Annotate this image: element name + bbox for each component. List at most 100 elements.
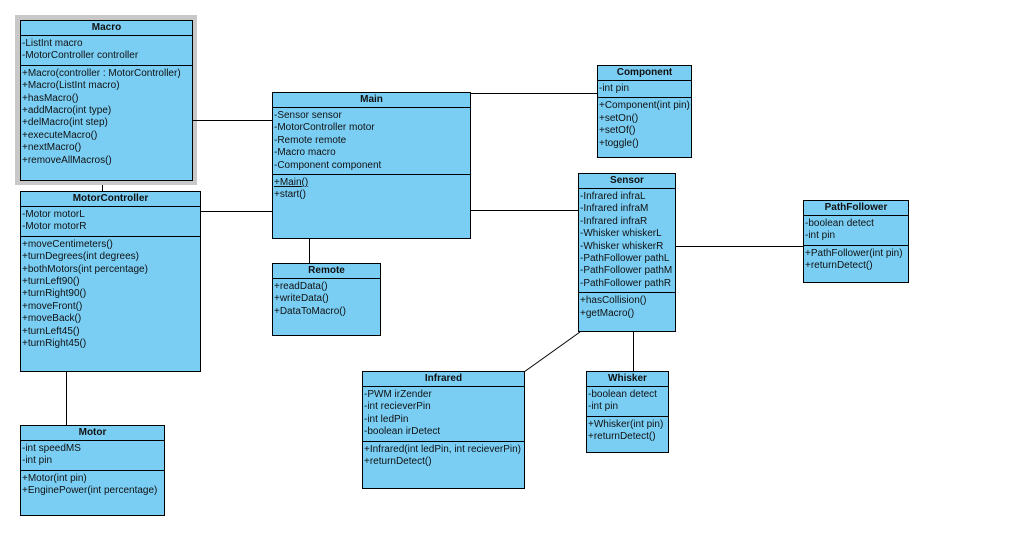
attribute[interactable]: -Motor motorL xyxy=(22,209,85,220)
method[interactable]: +executeMacro() xyxy=(22,129,98,141)
method[interactable]: +DataToMacro() xyxy=(274,305,346,317)
methods-section: +moveCentimeters()+turnDegrees(int degre… xyxy=(21,237,200,353)
method[interactable]: +Whisker(int pin) xyxy=(588,418,664,430)
methods-section: +Component(int pin)+setOn()+setOf()+togg… xyxy=(598,98,691,152)
method[interactable]: +returnDetect() xyxy=(588,431,656,443)
method[interactable]: +Motor(int pin) xyxy=(22,472,87,484)
attributes-section: -boolean detect-int pin xyxy=(587,387,668,417)
attribute[interactable]: -Component component xyxy=(274,159,382,171)
method[interactable]: +addMacro(int type) xyxy=(22,104,112,116)
attribute[interactable]: -int pin xyxy=(599,83,630,94)
attributes-section: -PWM irZender-int recieverPin-int ledPin… xyxy=(363,387,524,442)
method[interactable]: +Infrared(int ledPin, int recieverPin) xyxy=(364,443,522,455)
attribute[interactable]: -MotorController controller xyxy=(22,50,139,62)
method[interactable]: +hasCollision() xyxy=(580,295,647,307)
attribute[interactable]: -Whisker whiskerR xyxy=(580,240,664,252)
attribute[interactable]: -Infrared infraR xyxy=(580,215,648,227)
attribute[interactable]: -Infrared infraM xyxy=(580,203,649,215)
attribute[interactable]: -Sensor sensor xyxy=(274,110,342,121)
attribute[interactable]: -int pin xyxy=(588,401,619,413)
method[interactable]: +returnDetect() xyxy=(364,455,432,467)
method[interactable]: +turnLeft90() xyxy=(22,275,80,287)
class-remote[interactable]: Remote+readData()+writeData()+DataToMacr… xyxy=(272,263,381,336)
method[interactable]: +Macro(ListInt macro) xyxy=(22,80,120,92)
method[interactable]: +moveBack() xyxy=(22,313,82,325)
attribute[interactable]: -int pin xyxy=(22,455,53,467)
class-name: Whisker xyxy=(587,372,668,387)
method[interactable]: +Main() xyxy=(274,176,309,188)
attributes-section: -ListInt macro-MotorController controlle… xyxy=(21,36,192,66)
method[interactable]: +turnRight45() xyxy=(22,337,87,349)
attribute[interactable]: -int ledPin xyxy=(364,413,409,425)
attribute[interactable]: -Macro macro xyxy=(274,147,336,159)
class-name: MotorController xyxy=(21,192,200,207)
attributes-section: -Sensor sensor-MotorController motor-Rem… xyxy=(273,108,470,175)
attribute[interactable]: -PathFollower pathL xyxy=(580,252,670,264)
method[interactable]: +turnRight90() xyxy=(22,288,87,300)
method[interactable]: +writeData() xyxy=(274,293,329,305)
method[interactable]: +delMacro(int step) xyxy=(22,117,108,129)
class-name: Main xyxy=(273,93,470,108)
attribute[interactable]: -PathFollower pathR xyxy=(580,277,672,289)
method[interactable]: +moveCentimeters() xyxy=(22,238,113,250)
method[interactable]: +removeAllMacros() xyxy=(22,154,112,166)
class-infrared[interactable]: Infrared-PWM irZender-int recieverPin-in… xyxy=(362,371,525,489)
method[interactable]: +start() xyxy=(274,189,306,201)
methods-section: +Whisker(int pin)+returnDetect() xyxy=(587,417,668,446)
attributes-section: -int speedMS-int pin xyxy=(21,441,164,471)
method[interactable]: +toggle() xyxy=(599,137,639,149)
method[interactable]: +readData() xyxy=(274,281,328,292)
attribute[interactable]: -int speedMS xyxy=(22,443,81,454)
method[interactable]: +bothMotors(int percentage) xyxy=(22,263,148,275)
method[interactable]: +nextMacro() xyxy=(22,142,82,154)
method[interactable]: +moveFront() xyxy=(22,300,83,312)
attribute[interactable]: -MotorController motor xyxy=(274,122,375,134)
attribute[interactable]: -boolean detect xyxy=(805,218,874,229)
method[interactable]: +EnginePower(int percentage) xyxy=(22,485,158,497)
class-name: Infrared xyxy=(363,372,524,387)
attribute[interactable]: -Whisker whiskerL xyxy=(580,228,662,240)
attribute[interactable]: -boolean detect xyxy=(588,389,657,400)
methods-section: +Macro(controller : MotorController)+Mac… xyxy=(21,66,192,169)
attribute[interactable]: -Infrared infraL xyxy=(580,191,646,202)
methods-section: +Infrared(int ledPin, int recieverPin)+r… xyxy=(363,442,524,471)
class-whisker[interactable]: Whisker-boolean detect-int pin+Whisker(i… xyxy=(586,371,669,453)
method[interactable]: +Component(int pin) xyxy=(599,100,690,112)
attribute[interactable]: -int recieverPin xyxy=(364,401,431,413)
class-motor[interactable]: Motor-int speedMS-int pin+Motor(int pin)… xyxy=(20,425,165,516)
method[interactable]: +setOn() xyxy=(599,112,639,124)
method[interactable]: +setOf() xyxy=(599,125,636,137)
method[interactable]: +turnDegrees(int degrees) xyxy=(22,251,140,263)
association-sensor-infrared[interactable] xyxy=(523,331,581,373)
attribute[interactable]: -int pin xyxy=(805,230,836,242)
attribute[interactable]: -Remote remote xyxy=(274,134,347,146)
attribute[interactable]: -PWM irZender xyxy=(364,389,432,400)
class-pathfollower[interactable]: PathFollower-boolean detect-int pin+Path… xyxy=(803,200,909,283)
method[interactable]: +turnLeft45() xyxy=(22,325,80,337)
class-macro[interactable]: Macro-ListInt macro-MotorController cont… xyxy=(20,20,193,181)
methods-section: +PathFollower(int pin)+returnDetect() xyxy=(804,246,908,275)
attributes-section: -Infrared infraL-Infrared infraM-Infrare… xyxy=(579,189,675,294)
attribute[interactable]: -Motor motorR xyxy=(22,221,87,233)
method[interactable]: +Macro(controller : MotorController) xyxy=(22,67,181,79)
attributes-section: -Motor motorL-Motor motorR xyxy=(21,207,200,237)
class-name: Macro xyxy=(21,21,192,36)
method[interactable]: +returnDetect() xyxy=(805,260,873,272)
class-motorcontroller[interactable]: MotorController-Motor motorL-Motor motor… xyxy=(20,191,201,372)
attribute[interactable]: -ListInt macro xyxy=(22,38,83,49)
class-component[interactable]: Component-int pin+Component(int pin)+set… xyxy=(597,65,692,158)
attribute[interactable]: -PathFollower pathM xyxy=(580,265,673,277)
method[interactable]: +getMacro() xyxy=(580,307,635,319)
class-name: Component xyxy=(598,66,691,81)
class-main[interactable]: Main-Sensor sensor-MotorController motor… xyxy=(272,92,471,239)
attributes-section: -int pin xyxy=(598,81,691,99)
class-sensor[interactable]: Sensor-Infrared infraL-Infrared infraM-I… xyxy=(578,173,676,332)
attribute[interactable]: -boolean irDetect xyxy=(364,426,441,438)
class-name: PathFollower xyxy=(804,201,908,216)
class-name: Motor xyxy=(21,426,164,441)
method[interactable]: +hasMacro() xyxy=(22,92,79,104)
attributes-section: -boolean detect-int pin xyxy=(804,216,908,246)
method[interactable]: +PathFollower(int pin) xyxy=(805,247,903,259)
class-name: Sensor xyxy=(579,174,675,189)
